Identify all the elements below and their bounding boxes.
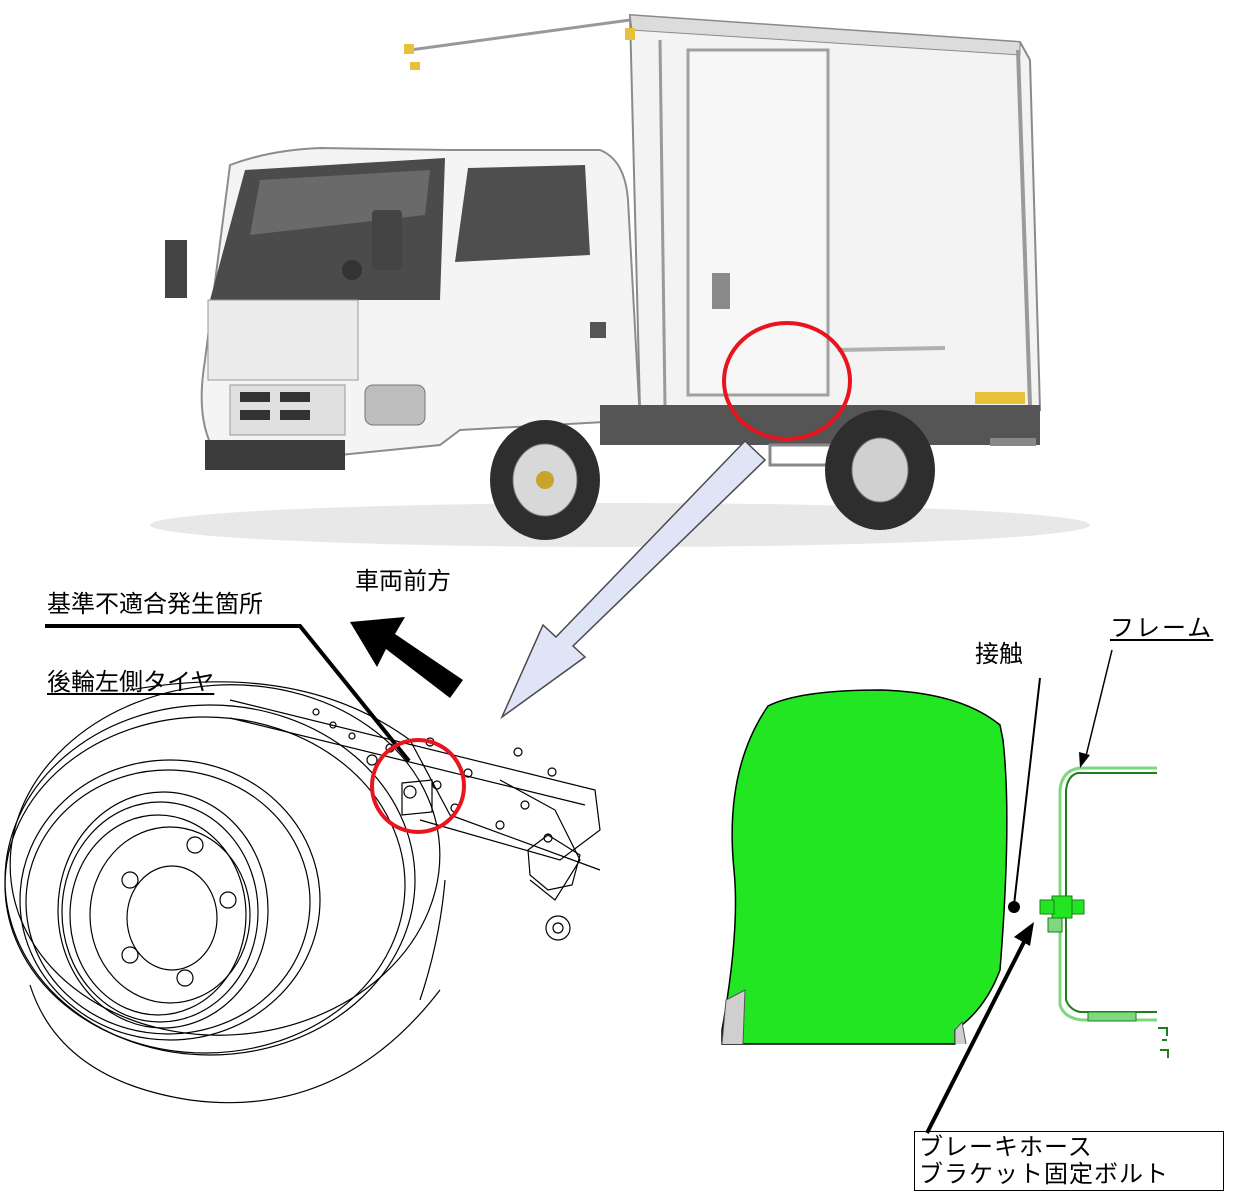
frame-channel (1065, 772, 1157, 1013)
tire-frame-drawing (4, 681, 601, 1104)
bolt-leader-line (925, 939, 1027, 1134)
bolt-label-line1: ブレーキホース (919, 1133, 1093, 1161)
rear-left-tire-label: 後輪左側タイヤ (47, 668, 215, 696)
vehicle-front-label: 車両前方 (355, 567, 451, 595)
highlight-circle-truck (722, 321, 852, 441)
brake-hose-bolt-label: ブレーキホース ブラケット固定ボルト (914, 1131, 1224, 1191)
tire-section (721, 689, 1008, 1045)
frame-label: フレーム (1110, 614, 1214, 642)
cross-section (721, 689, 1169, 1058)
truck-illustration (150, 13, 1090, 547)
bolt-label-line2: ブラケット固定ボルト (919, 1160, 1169, 1188)
zoom-arrow (500, 439, 767, 720)
frame-leader-line (1084, 649, 1113, 761)
contact-leader-line (1013, 677, 1041, 906)
highlight-circle-drawing (370, 738, 466, 834)
nonconformity-leader-line (45, 624, 411, 763)
direction-arrow (350, 617, 463, 698)
contact-point-icon (1008, 901, 1020, 913)
contact-label: 接触 (975, 640, 1023, 668)
nonconformity-location-label: 基準不適合発生箇所 (47, 590, 263, 618)
